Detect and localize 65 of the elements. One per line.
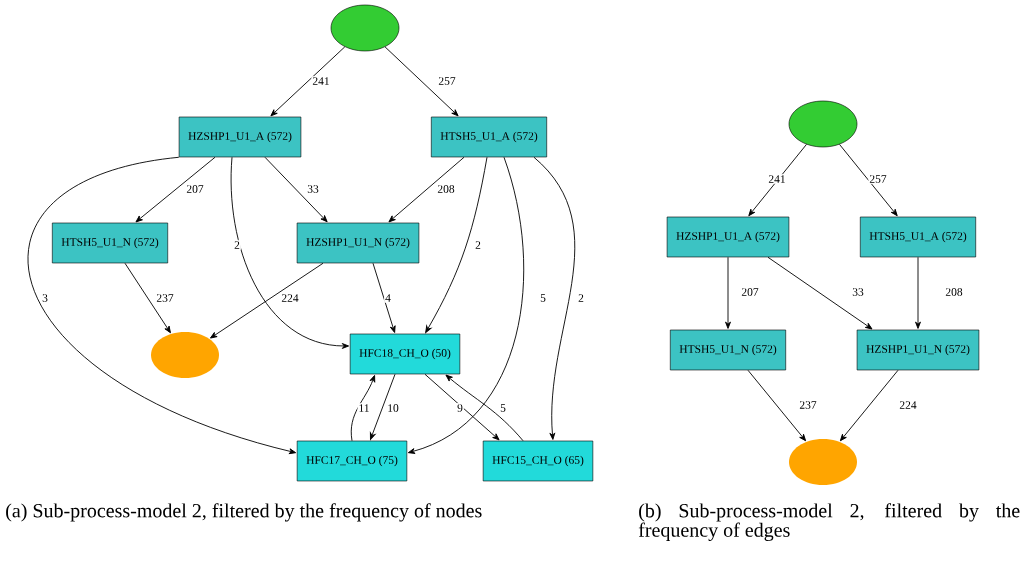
arrow [839,369,899,442]
arrow [372,262,396,333]
process-box: HTSH5_U1_A (572) [860,216,976,258]
arrow [533,156,575,440]
edge-label: 10 [386,403,400,413]
arrow [135,156,216,223]
edge-label: 5 [499,403,507,413]
process-box: HFC15_CH_O (65) [482,440,594,482]
process-box: HTSH5_U1_A (572) [431,116,547,158]
arrow [915,256,921,329]
arrow [369,373,396,440]
arrow [384,46,459,117]
arrow [124,262,171,334]
edge-label: 224 [898,400,918,410]
edge-label: 3 [41,293,49,303]
arrow [264,156,328,223]
process-box: HZSHP1_U1_N (572) [856,329,980,371]
edge-label: 224 [280,293,300,303]
edge-label: 2 [577,293,585,303]
process-box: HZSHP1_U1_A (572) [666,216,790,258]
caption: (a) Sub-process-model 2, filtered by the frequency of nodes [6,503,482,522]
edge-label: 241 [311,76,331,86]
edge-label: 2 [474,240,482,250]
edge-label: 33 [306,184,320,194]
arrow [407,156,525,454]
process-box: HTSH5_U1_N (572) [52,222,168,264]
arrow [445,374,524,442]
start-ellipse [788,100,858,148]
edge-label: 257 [868,174,888,184]
arrow [725,256,731,329]
edge-label: 5 [539,293,547,303]
process-box: HFC17_CH_O (75) [296,440,408,482]
edge-label: 4 [384,293,392,303]
end-ellipse [789,439,857,485]
end-ellipse [151,332,219,378]
edge-label: 208 [436,184,456,194]
edge-label: 207 [185,184,205,194]
arrow [27,156,297,455]
arrow [270,46,346,117]
edge-label: 208 [944,287,964,297]
process-box: HZSHP1_U1_N (572) [296,222,420,264]
edge-label: 257 [437,76,457,86]
edge-label: 33 [851,287,865,297]
caption: (b) Sub-process-model 2, filtered by the frequency of edges [638,503,1020,541]
arrow [425,156,488,334]
edge-label: 237 [798,400,818,410]
arrow [747,369,807,442]
start-ellipse [330,4,400,52]
arrow [230,156,350,349]
edge-label: 237 [155,293,175,303]
arrow [350,375,376,442]
arrow [424,373,500,441]
arrow [767,256,873,330]
edge-label: 11 [357,403,371,413]
process-box: HZSHP1_U1_A (572) [178,116,302,158]
arrow [748,143,807,217]
arrow [210,262,324,339]
edge-label: 241 [767,174,787,184]
arrow [388,156,465,223]
edge-label: 2 [233,240,241,250]
edge-label: 207 [740,287,760,297]
process-box: HTSH5_U1_N (572) [670,329,786,371]
process-box: HFC18_CH_O (50) [349,333,461,375]
arrow [839,143,898,217]
edge-label: 9 [456,403,464,413]
